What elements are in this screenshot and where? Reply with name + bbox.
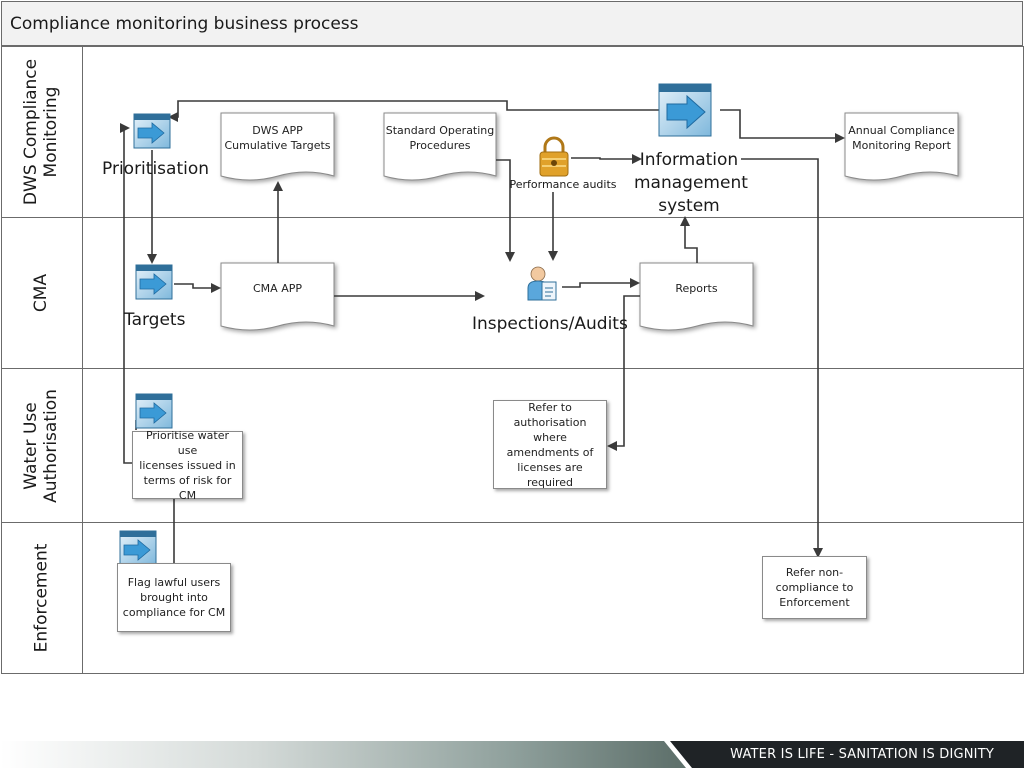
sop-text: Standard Operating Procedures xyxy=(385,124,495,152)
refer-authorisation-box: Refer to authorisation where amendments … xyxy=(493,400,607,489)
lane-label-cma: CMA xyxy=(0,218,82,368)
connectors xyxy=(120,100,845,563)
performance-audits-label: Performance audits xyxy=(509,178,617,191)
lane-label-enforcement: Enforcement xyxy=(0,523,82,673)
process-icons xyxy=(119,83,712,566)
footer-slogan: WATER IS LIFE - SANITATION IS DIGNITY xyxy=(730,747,994,762)
flag-users-box: Flag lawful users brought into complianc… xyxy=(117,563,231,632)
footer-band xyxy=(0,741,1024,768)
enforcement-process-icon xyxy=(119,530,157,566)
ims-label: Information management system xyxy=(634,150,748,216)
performance-audits-to-ims-arrow xyxy=(571,154,642,164)
reports-to-ims-arrow xyxy=(680,216,698,263)
sop-to-inspections-arrow xyxy=(496,159,515,262)
sop-document xyxy=(383,112,497,181)
reports-to-refer-authorisation-arrow xyxy=(607,295,640,451)
ims-system-icon xyxy=(658,83,712,137)
title-bar: Compliance monitoring business process xyxy=(1,1,1023,46)
ims-to-annual-report-arrow xyxy=(720,109,845,143)
targets-to-cma-app-arrow xyxy=(174,283,221,293)
cma-app-document xyxy=(220,262,335,331)
inspections-label: Inspections/Audits xyxy=(472,314,628,334)
ims-to-prioritisation-arrow xyxy=(168,100,659,122)
refer-enforcement-box: Refer non- compliance to Enforcement xyxy=(762,556,867,619)
prioritise-licenses-box: Prioritise water use licenses issued in … xyxy=(132,429,243,502)
reports-text: Reports xyxy=(675,282,718,295)
annual-report-document xyxy=(844,112,959,181)
wua-process-icon xyxy=(135,393,173,429)
annual-report-text: Annual Compliance Monitoring Report xyxy=(848,124,955,152)
lane-cma-text: CMA xyxy=(30,273,51,313)
cma-app-text: CMA APP xyxy=(253,282,302,295)
inspections-to-reports-arrow xyxy=(562,278,640,288)
ims-to-refer-enforcement-arrow xyxy=(741,158,823,558)
dws-app-text: DWS APP Cumulative Targets xyxy=(224,124,331,152)
lane-enforcement-text: Enforcement xyxy=(31,543,52,653)
lane-label-dws: DWS Compliance Monitoring xyxy=(0,47,82,217)
lane-label-wua: Water Use Authorisation xyxy=(0,369,82,522)
prioritisation-label: Prioritisation xyxy=(102,159,210,179)
licenses-to-prioritisation-arrow xyxy=(120,123,136,464)
prioritisation-process-icon xyxy=(133,113,171,149)
lane-wua-text: Water Use Authorisation xyxy=(21,388,62,503)
inspector-person-icon xyxy=(527,266,557,301)
doc-shapes xyxy=(220,112,959,331)
page-title: Compliance monitoring business process xyxy=(10,14,359,34)
targets-process-icon xyxy=(135,264,173,300)
reports-document xyxy=(639,262,754,331)
lock-icon xyxy=(539,136,569,177)
targets-label: Targets xyxy=(124,310,186,330)
dws-app-document xyxy=(220,112,335,181)
lane-dws-text: DWS Compliance Monitoring xyxy=(21,58,62,206)
